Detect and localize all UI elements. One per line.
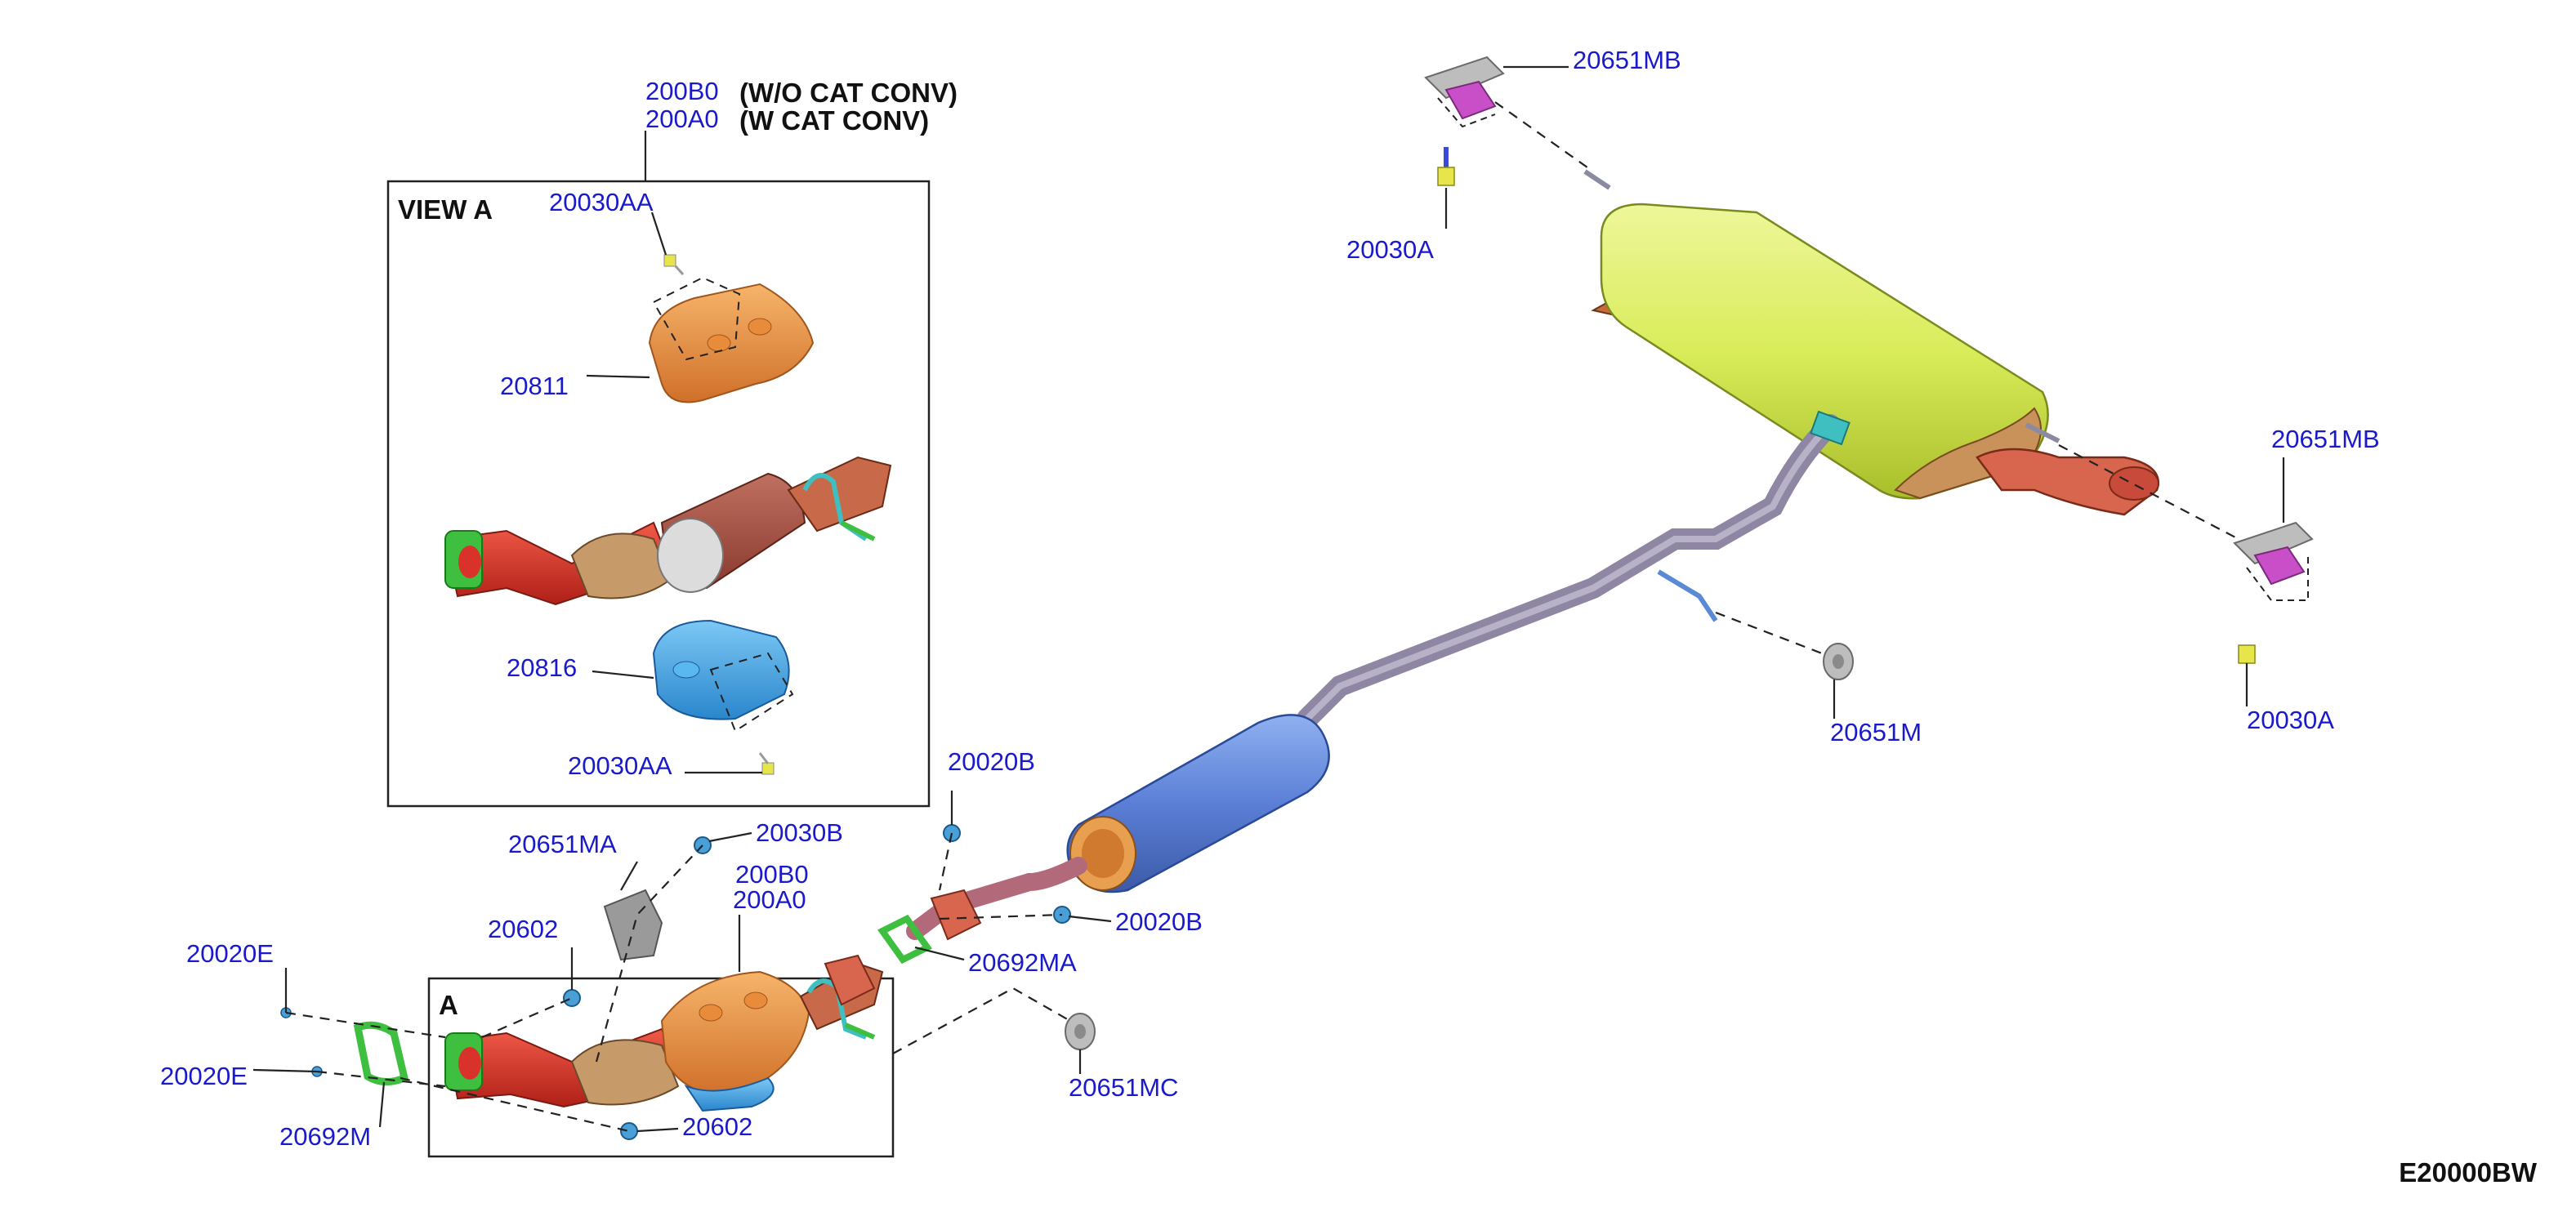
front-tube-code-1-label: 200B0 — [735, 860, 809, 889]
hanger-right-label: 20651MB — [2271, 425, 2380, 453]
gasket-ma-label: 20692MA — [968, 948, 1077, 977]
detail-a-panel: A — [427, 962, 895, 1158]
view-a-panel: VIEW A — [386, 180, 931, 808]
callout-labels: 20651MB 20030A 20651MB 20030A 20651M 200… — [160, 46, 2380, 1151]
intermediate-flange-icon — [824, 889, 982, 1006]
nut-b-lower-label: 20020B — [1115, 907, 1203, 936]
detail-a-frame — [427, 977, 895, 1158]
hanger-ma-icon — [603, 889, 663, 961]
rear-muffler-icon — [1583, 169, 2159, 516]
nut-602-lower-label: 20602 — [682, 1112, 752, 1141]
view-a-bolt-top-label: 20030AA — [549, 188, 654, 216]
view-a-heat-shield-bottom-label: 20816 — [507, 653, 577, 682]
upper-heat-shield-icon — [648, 276, 815, 403]
top-note-code-2: 200A0 — [645, 105, 719, 133]
view-a-heat-shield-top-label: 20811 — [500, 372, 569, 400]
top-note-code-1: 200B0 — [645, 77, 719, 105]
rubber-mount-icon — [1823, 643, 1854, 680]
view-a-bolt-bottom-label: 20030AA — [568, 751, 672, 780]
nut-b-upper-label: 20020B — [948, 747, 1035, 776]
bolt-icon — [1437, 147, 1455, 186]
gasket-ma-icon — [877, 914, 932, 965]
bolt-right-label: 20030A — [2247, 706, 2334, 734]
center-pipe-icon — [1297, 410, 1851, 729]
nut-e-lower-label: 20020E — [160, 1062, 248, 1090]
view-a-frame — [386, 180, 931, 808]
view-a-catalyst-assembly-icon — [444, 456, 892, 606]
nut-e-upper-label: 20020E — [186, 939, 274, 968]
resonator-icon — [906, 714, 1330, 940]
hanger-right-icon — [2233, 521, 2314, 601]
hanger-top-label: 20651MB — [1573, 46, 1681, 74]
front-tube-code-2-label: 200A0 — [733, 885, 806, 914]
bolt-icon — [2238, 644, 2256, 664]
gasket-m-label: 20692M — [279, 1122, 371, 1151]
view-a-title: VIEW A — [398, 194, 493, 225]
rubber-mount-mc-label: 20651MC — [1069, 1073, 1178, 1102]
callout-leaders — [252, 65, 2285, 1133]
lower-heat-shield-icon — [652, 619, 794, 733]
bolt-top-left-label: 20030A — [1346, 235, 1434, 264]
diagram-code: E20000BW — [2399, 1157, 2538, 1187]
bolt-icon — [758, 752, 775, 775]
nut-602-upper-label: 20602 — [488, 915, 558, 943]
top-note-desc-1: (W/O CAT CONV) — [739, 78, 958, 108]
nut-icon — [280, 824, 1071, 1140]
rubber-mount-mid-label: 20651M — [1830, 718, 1922, 746]
gasket-m-icon — [353, 1021, 409, 1085]
hanger-top-icon — [1424, 56, 1505, 128]
hanger-ma-label: 20651MA — [508, 830, 617, 858]
bolt-b-label: 20030B — [756, 818, 843, 847]
assembly-guides — [285, 101, 2239, 1133]
front-catalyst-assembly-icon — [444, 962, 884, 1112]
rubber-mount-mc-icon — [1065, 1013, 1096, 1050]
top-note-desc-2: (W CAT CONV) — [739, 105, 929, 136]
top-cat-note: 200B0 (W/O CAT CONV) 200A0 (W CAT CONV) — [644, 77, 958, 181]
bolt-icon — [663, 254, 685, 276]
detail-a-title: A — [439, 990, 458, 1020]
